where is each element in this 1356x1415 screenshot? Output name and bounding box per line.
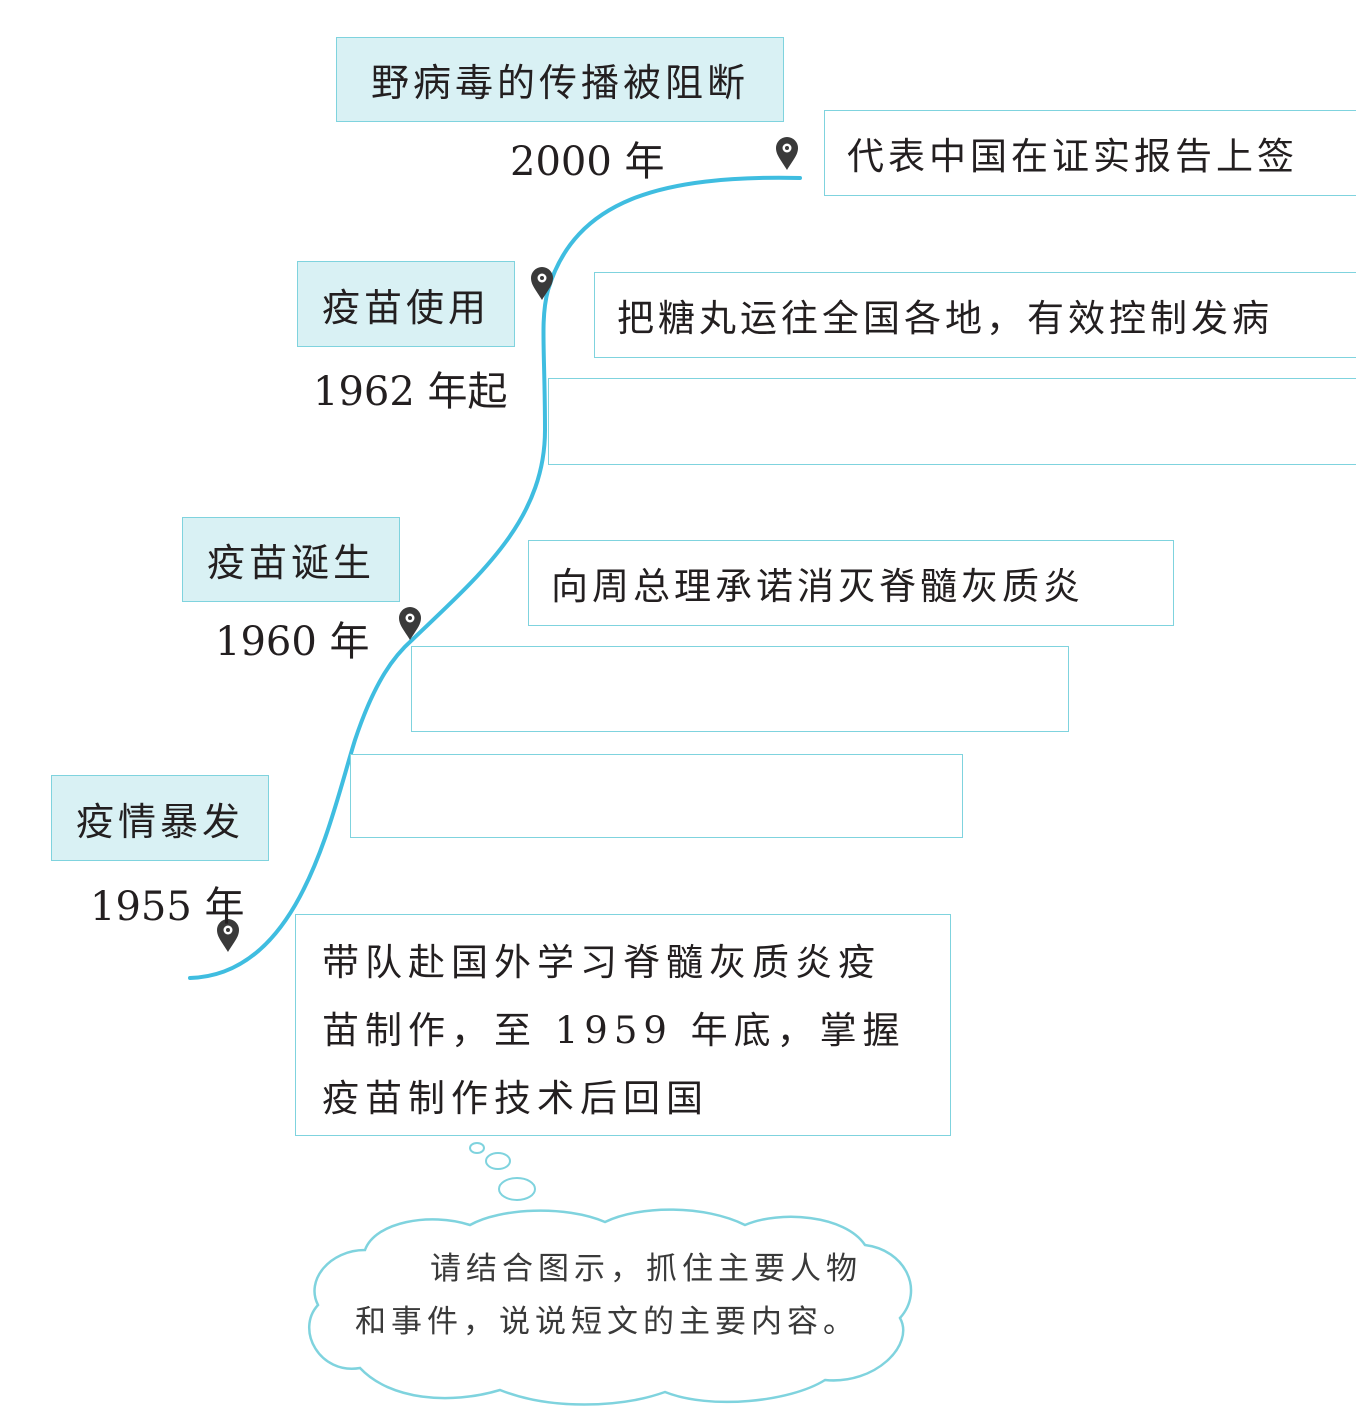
event-study-abroad-line-1: 带队赴国外学习脊髓灰质炎疫 bbox=[322, 941, 881, 984]
pin-1962-icon bbox=[531, 267, 553, 300]
year-1962: 1962 年起 bbox=[313, 369, 508, 415]
event-study-abroad: 带队赴国外学习脊髓灰质炎疫 苗制作，至 1959 年底，掌握 疫苗制作技术后回国 bbox=[295, 914, 951, 1136]
stage-label-vaccine-use: 疫苗使用 bbox=[297, 261, 515, 347]
pin-2000-icon bbox=[776, 137, 798, 170]
year-2000: 2000 年 bbox=[510, 139, 665, 185]
stage-label-wild-virus-blocked: 野病毒的传播被阻断 bbox=[336, 37, 784, 122]
blank-box-3[interactable] bbox=[548, 378, 1356, 465]
event-distribute: 把糖丸运往全国各地，有效控制发病 bbox=[594, 272, 1356, 358]
timeline-curve bbox=[188, 175, 802, 980]
event-sign: 代表中国在证实报告上签 bbox=[824, 110, 1356, 196]
thought-dot-large bbox=[498, 1177, 536, 1201]
stage-label-vaccine-born: 疫苗诞生 bbox=[182, 517, 400, 602]
year-1960: 1960 年 bbox=[215, 619, 370, 665]
year-1955: 1955 年 bbox=[90, 884, 245, 930]
thought-bubble-line-1: 请结合图示，抓住主要人物 bbox=[430, 1251, 862, 1287]
thought-cloud bbox=[307, 1208, 913, 1406]
pin-1960-icon bbox=[399, 607, 421, 640]
thought-bubble-line-2: 和事件，说说短文的主要内容。 bbox=[355, 1304, 859, 1340]
stage-label-outbreak: 疫情暴发 bbox=[51, 775, 269, 861]
pin-1955-icon bbox=[217, 919, 239, 952]
event-study-abroad-line-3: 疫苗制作技术后回国 bbox=[322, 1077, 709, 1120]
thought-dot-medium bbox=[485, 1152, 511, 1170]
blank-box-2[interactable] bbox=[411, 646, 1069, 732]
event-promise: 向周总理承诺消灭脊髓灰质炎 bbox=[528, 540, 1174, 626]
blank-box-1[interactable] bbox=[350, 754, 963, 838]
event-study-abroad-line-2: 苗制作，至 1959 年底，掌握 bbox=[322, 1009, 906, 1052]
thought-dot-small bbox=[469, 1142, 485, 1154]
